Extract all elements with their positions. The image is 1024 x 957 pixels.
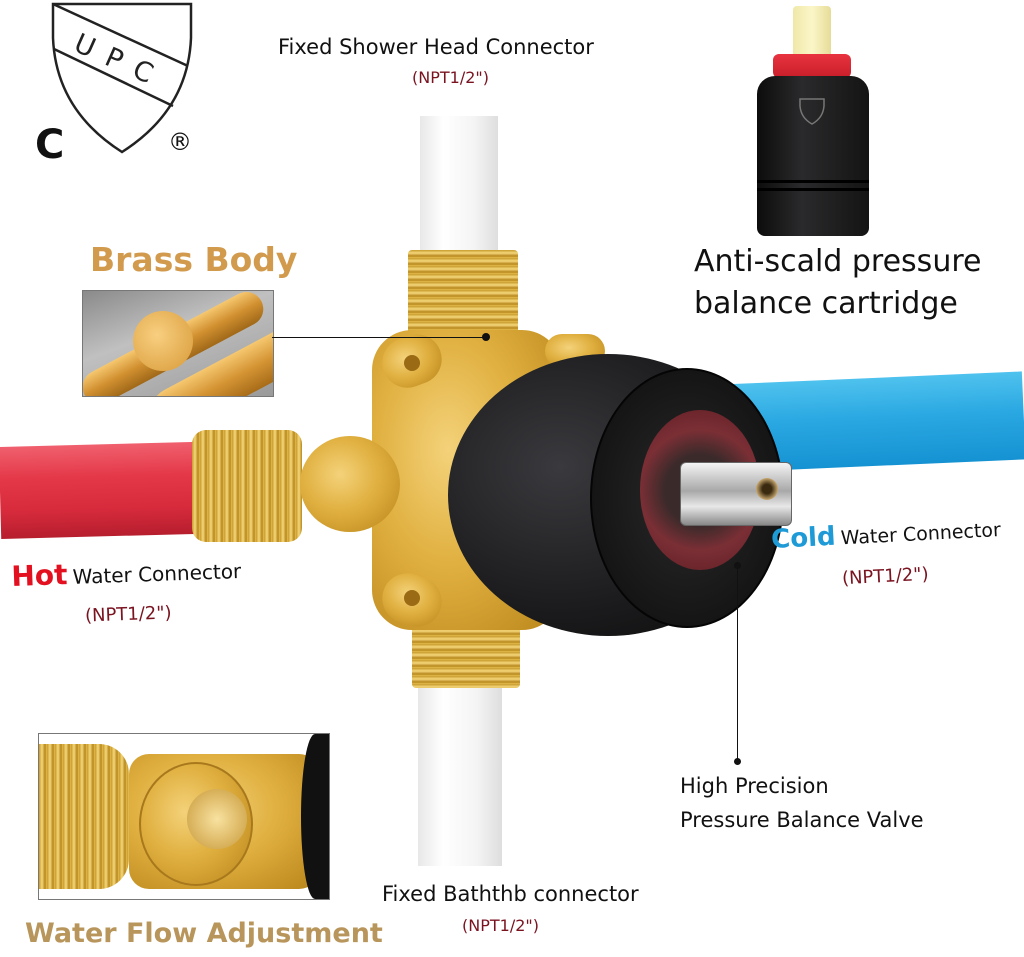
bathtub-connector-label: Fixed Baththb connector <box>382 882 639 906</box>
top-thread <box>408 250 518 334</box>
mount-hole-top-left <box>404 355 420 371</box>
cold-water-label: Cold Water Connector <box>770 513 1001 555</box>
hot-water-spec: (NPT1/2") <box>84 602 172 627</box>
shower-head-spec: (NPT1/2") <box>412 68 489 87</box>
upc-c-mark: C <box>35 122 65 168</box>
hot-accent-text: Hot <box>10 558 69 593</box>
brass-body-leader-dot <box>482 333 490 341</box>
cartridge-label-line1: Anti-scald pressure <box>694 244 982 279</box>
hot-water-label: Hot Water Connector <box>11 552 242 593</box>
cartridge-red-collar <box>773 54 851 78</box>
cold-water-spec: (NPT1/2") <box>841 563 930 590</box>
brass-rods-photo <box>82 290 274 397</box>
cartridge-body <box>757 76 869 236</box>
flow-adjust-screw <box>300 436 400 532</box>
flow-adjust-photo <box>38 733 330 900</box>
brass-body-leader-line <box>272 337 486 338</box>
shower-head-connector-label: Fixed Shower Head Connector <box>278 35 594 59</box>
stem-screw-hole <box>756 478 778 500</box>
upc-certification-logo: UPC C ® <box>30 0 230 168</box>
shower-head-pipe <box>420 116 498 256</box>
hot-title-text: Water Connector <box>72 558 242 589</box>
balance-valve-label-line1: High Precision <box>680 774 829 798</box>
cartridge-upc-mark-icon <box>799 98 825 125</box>
brass-body-heading: Brass Body <box>90 240 298 279</box>
hot-inlet-thread <box>192 430 302 542</box>
bathtub-spec: (NPT1/2") <box>462 916 539 935</box>
registered-mark: ® <box>168 128 192 156</box>
balance-valve-label-line2: Pressure Balance Valve <box>680 808 924 832</box>
balance-valve-leader-end-dot <box>734 758 741 765</box>
cartridge-photo <box>755 0 880 240</box>
cold-title-text: Water Connector <box>840 519 1002 550</box>
mount-hole-bottom-left <box>404 590 420 606</box>
upc-shield-icon <box>51 2 193 154</box>
cold-accent-text: Cold <box>770 521 837 555</box>
flow-adjust-heading: Water Flow Adjustment <box>25 918 383 949</box>
bathtub-pipe <box>418 686 502 866</box>
cartridge-label-line2: balance cartridge <box>694 286 958 321</box>
cartridge-stem <box>793 6 831 56</box>
balance-valve-leader-line <box>737 565 738 760</box>
